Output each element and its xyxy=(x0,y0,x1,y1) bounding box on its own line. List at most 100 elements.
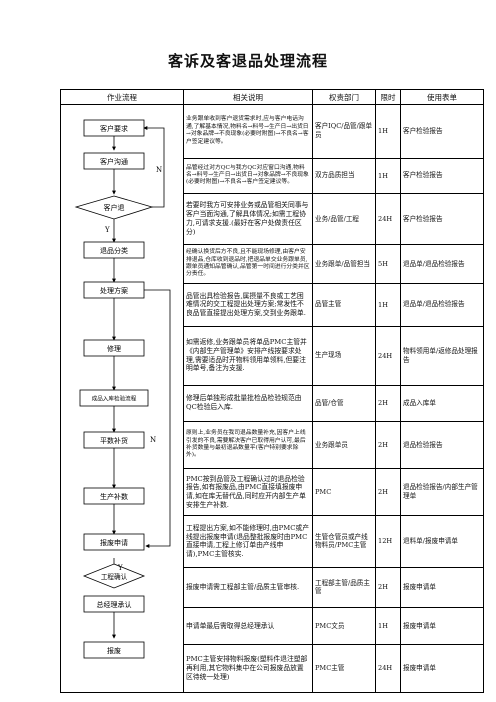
row-limit: 2H xyxy=(375,384,401,422)
flow-label-n: N xyxy=(150,436,156,444)
header-desc: 相关说明 xyxy=(183,89,313,105)
flow-node-repair: 修理 xyxy=(83,339,145,357)
flow-loop-arrow xyxy=(143,126,165,208)
row-limit: 1H xyxy=(375,282,401,327)
row-desc: 如需返修,业务跟单员将单品PMC主管并《内部生产管理单》安排产线按要求处理,需要… xyxy=(183,325,313,386)
flow-node-label: 客户沟通 xyxy=(100,157,128,166)
row-form: 成品入库单 xyxy=(400,384,484,422)
row-form: 退料单/报废申请单 xyxy=(400,515,484,568)
table-row: 品管出具检验报告,属摂量不良或工艺困难情况的交工程提出处理方案;常发性不良品管直… xyxy=(61,282,484,327)
row-limit: 24H xyxy=(375,325,401,386)
row-dept: 业务/品管/工程 xyxy=(312,192,376,246)
flow-node-label: 修理 xyxy=(107,344,121,353)
row-limit: 24H xyxy=(375,643,401,694)
row-dept: 业务跟单/品管担当 xyxy=(312,244,376,284)
header-dept: 权责部门 xyxy=(312,89,376,105)
row-desc: 品管出具检验报告,属摂量不良或工艺困难情况的交工程提出处理方案;常发性不良品管直… xyxy=(183,282,313,327)
page-title: 客诉及客退品处理流程 xyxy=(167,52,328,70)
row-limit: 24H xyxy=(375,192,401,246)
row-form: 报废申请单 xyxy=(400,643,484,694)
row-desc: 工程提出方案,如不能修理时,由PMC或产线提出报废申请(退品整批报废时由PMC直… xyxy=(183,515,313,568)
row-desc: PMC主管安排物料报废(塑料件退注塑部再利用,其它物料集中在公司报废品放置区待统… xyxy=(183,643,313,694)
table-row: 若要时我方可安排业务或品管相关同事与客户当面沟通,了解具体情况;如需工程协力,可… xyxy=(61,192,484,246)
flow-node-customer-communication: 客户沟通 xyxy=(83,152,145,170)
flow-node-label: 工程确认 xyxy=(101,572,128,581)
process-table: 作业流程 相关说明 权责部门 限时 使用表单 业务跟单收到客户退货需求时,应与客… xyxy=(60,89,484,694)
flow-node-return-classify: 退品分类 xyxy=(83,241,145,259)
row-form: 客户检验报告 xyxy=(400,157,484,194)
flow-node-label: 成品入库检验流程 xyxy=(92,395,137,403)
flow-node-label: 总经理承认 xyxy=(97,600,132,609)
table-row: 原则上,业务员在我司退品数量补充,因客户上线引发的不良,需要解决客户已取得用户认… xyxy=(61,420,484,470)
row-dept: 工程部主管/品质主管 xyxy=(312,566,376,609)
row-limit: 2H xyxy=(375,566,401,609)
flow-node-label: 处理方案 xyxy=(100,286,128,295)
flow-node-label: 生产补数 xyxy=(100,492,128,501)
row-form: 报废申请单 xyxy=(400,607,484,645)
table-row: PMC主管安排物料报废(塑料件退注塑部再利用,其它物料集中在公司报废品放置区待统… xyxy=(61,643,484,694)
table-row: PMC按到品管及工程确认过的退品检验报告,如有报废品,由PMC直接填报废申请,如… xyxy=(61,468,484,517)
flow-node-label: 平数补货 xyxy=(100,436,128,445)
row-dept: PMC文员 xyxy=(312,607,376,645)
row-limit: 1H xyxy=(375,607,401,645)
row-form: 退品检验报告 xyxy=(400,420,484,470)
flow-label-n: N xyxy=(156,166,162,174)
row-desc: 业务跟单收到客户退货需求时,应与客户电话沟通,了解基本情况,物料名→料号→生产日… xyxy=(183,104,313,159)
table-row: 工程提出方案,如不能修理时,由PMC或产线提出报废申请(退品整批报废时由PMC直… xyxy=(61,515,484,568)
flow-bypass-arrow xyxy=(144,289,171,548)
row-form: 客户检验报告 xyxy=(400,192,484,246)
header-limit: 限时 xyxy=(375,89,401,105)
row-desc: 修理后单独形成批量批检品检验规范由QC检验后入库. xyxy=(183,384,313,422)
flow-node-label: 客户要求 xyxy=(100,124,128,133)
row-dept: 品管/仓管 xyxy=(312,384,376,422)
row-limit: 1H xyxy=(375,104,401,159)
row-form: 退品单/退品检验报告 xyxy=(400,244,484,284)
flow-label-y: Y xyxy=(104,226,110,234)
row-dept: 双方品质担当 xyxy=(312,157,376,194)
table-header-row: 作业流程 相关说明 权责部门 限时 使用表单 xyxy=(60,89,484,105)
row-dept: PMC xyxy=(312,468,376,517)
row-limit: 2H xyxy=(375,468,401,517)
flow-node-label: 客户退 xyxy=(104,203,125,212)
table-row: 经确认换货后方不良,且不能现场修理,由客户安排退品,仓库收到退品时,把退品单交业… xyxy=(61,244,484,284)
flow-node-gm-approval: 总经理承认 xyxy=(83,595,145,613)
row-dept: 客户IQC/品管/跟单员 xyxy=(312,104,376,159)
flow-node-engineering-confirm: 工程确认 xyxy=(82,563,146,589)
process-flowchart: 客户要求 客户沟通 客户退 退品分类 处理方案 修理 成品入库检验流程 平数补货… xyxy=(74,119,171,659)
flow-node-scrap: 报废 xyxy=(83,641,145,659)
table-row: 报废申请需工程部主管/品质主管审核. 工程部主管/品质主管 2H 报废申请单 xyxy=(61,566,484,609)
flow-node-customer-request: 客户要求 xyxy=(83,119,145,137)
row-desc: 原则上,业务员在我司退品数量补充,因客户上线引发的不良,需要解决客户已取得用户认… xyxy=(183,420,313,470)
row-form: 退品检验报告/内部生产管理单 xyxy=(400,468,484,517)
row-dept: 生管仓管员或产线物料员/PMC主管 xyxy=(312,515,376,568)
row-form: 物料领用单/返修品处理报告 xyxy=(400,325,484,386)
flow-node-label: 报废 xyxy=(107,646,121,655)
row-desc: 若要时我方可安排业务或品管相关同事与客户当面沟通,了解具体情况;如需工程协力,可… xyxy=(183,192,313,246)
flow-node-label: 退品分类 xyxy=(100,246,128,255)
row-form: 客户检验报告 xyxy=(400,104,484,159)
row-dept: 品管主管 xyxy=(312,282,376,327)
row-desc: 报废申请需工程部主管/品质主管审核. xyxy=(183,566,313,609)
flow-label-y: Y xyxy=(117,564,123,572)
row-limit: 2H xyxy=(375,420,401,470)
row-form: 退品单/退品检验报告 xyxy=(400,282,484,327)
row-dept: 业务跟单员 xyxy=(312,420,376,470)
table-row: 如需返修,业务跟单员将单品PMC主管并《内部生产管理单》安排产线按要求处理,需要… xyxy=(61,325,484,386)
flow-node-replenish-goods: 平数补货 xyxy=(83,431,145,449)
row-dept: 生产现场 xyxy=(312,325,376,386)
row-limit: 1H xyxy=(375,157,401,194)
table-row: 修理后单独形成批量批检品检验规范由QC检验后入库. 品管/仓管 2H 成品入库单 xyxy=(61,384,484,422)
header-form: 使用表单 xyxy=(400,89,484,105)
row-limit: 12H xyxy=(375,515,401,568)
row-dept: PMC主管 xyxy=(312,643,376,694)
row-desc: 申请单最后需取得总经理承认 xyxy=(183,607,313,645)
flow-node-warehouse-inspection: 成品入库检验流程 xyxy=(79,389,149,407)
row-desc: PMC按到品管及工程确认过的退品检验报告,如有报废品,由PMC直接填报废申请,如… xyxy=(183,468,313,517)
table-row: 申请单最后需取得总经理承认 PMC文员 1H 报废申请单 xyxy=(61,607,484,645)
row-limit: 5H xyxy=(375,244,401,284)
row-desc: 品管经过对方QC与我方QC对应窗口沟通,物料名→料号→生产日→出货日→对象品牌→… xyxy=(183,157,313,194)
row-desc: 经确认换货后方不良,且不能现场修理,由客户安排退品,仓库收到退品时,把退品单交业… xyxy=(183,244,313,284)
flow-node-production-replenish: 生产补数 xyxy=(83,487,145,505)
flow-node-customer-return-decision: 客户退 xyxy=(74,195,154,220)
flow-node-handling-plan: 处理方案 xyxy=(83,281,145,299)
